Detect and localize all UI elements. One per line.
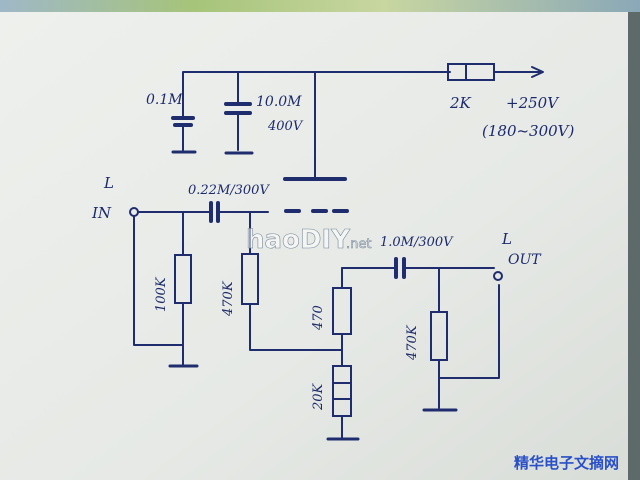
site-name: 精华电子文摘网 (514, 454, 619, 472)
supply-voltage-range: (180~300V) (482, 122, 575, 140)
output-label: OUT (508, 252, 542, 268)
cathode-resistor-bottom-label: 20K (311, 382, 326, 411)
output-channel: L (501, 230, 512, 248)
watermark-logo-text: haoDIY (246, 225, 351, 255)
supply-voltage: +250V (506, 94, 560, 112)
watermark-logo: haoDIY .net (246, 225, 372, 256)
input-channel: L (103, 174, 114, 192)
input-section (129, 201, 349, 368)
cap-10m-label: 10.0M (256, 94, 302, 110)
cathode-resistor-top-label: 470 (311, 305, 326, 331)
labels: 0.1M 10.0M 400V 2K +250V (180~300V) L IN… (91, 92, 575, 411)
input-cap-label: 0.22M/300V (188, 183, 270, 198)
output-cap-label: 1.0M/300V (380, 235, 454, 250)
output-resistor-label: 470K (405, 324, 420, 361)
cap-0.1m-label: 0.1M (146, 92, 183, 108)
supply-rail (171, 63, 544, 181)
resistor-2k-label: 2K (449, 94, 472, 112)
grid-resistor-label: 470K (221, 280, 236, 317)
input-label: IN (91, 204, 112, 222)
resistor-2k-symbol (447, 63, 495, 81)
stage-section (241, 211, 503, 441)
bias-resistor-label: 100K (154, 276, 169, 312)
watermark-logo-suffix: .net (346, 237, 371, 252)
photo-right-edge (628, 12, 640, 480)
cap-10m-voltage: 400V (267, 119, 304, 134)
